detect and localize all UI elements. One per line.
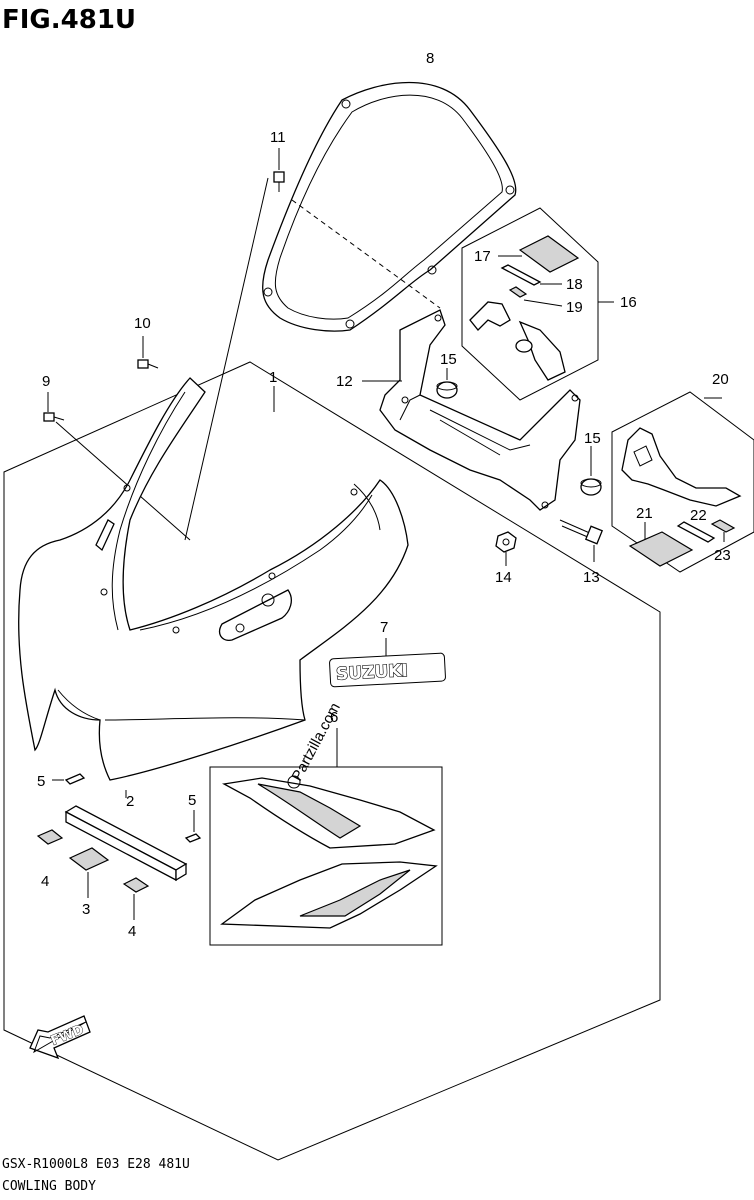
- kit-16-outline: [461, 207, 599, 401]
- tape-19: [508, 286, 528, 298]
- emblem-text: SUZUKI: [336, 661, 409, 685]
- callout-16: 16: [620, 294, 637, 311]
- callout-19: 19: [566, 299, 583, 316]
- figure-caption: COWLING BODY: [2, 1179, 96, 1194]
- bolt-13: [559, 519, 604, 545]
- mirror-cap-kit-16: [469, 301, 566, 381]
- callout-5-left: 5: [37, 773, 45, 790]
- callout-6: 6: [330, 709, 338, 726]
- tape-3: [68, 847, 110, 871]
- nut-14: [495, 531, 517, 553]
- callout-8: 8: [426, 50, 434, 67]
- mirror-cap-kit-20: [621, 427, 742, 507]
- leader-screw-9: [55, 421, 191, 541]
- tape-5-left: [64, 773, 86, 785]
- callout-13: 13: [583, 569, 600, 586]
- strip-22: [676, 521, 716, 543]
- tape-5-right: [184, 833, 202, 843]
- leader-windscreen-left: [184, 177, 269, 541]
- cowling-stay-bracket: [379, 309, 581, 511]
- callout-21: 21: [636, 505, 653, 522]
- screw-11: [273, 171, 285, 192]
- callout-23: 23: [714, 547, 731, 564]
- tape-23: [710, 519, 736, 533]
- figure-title: FIG.481U: [2, 5, 136, 35]
- callout-10: 10: [134, 315, 151, 332]
- callout-22: 22: [690, 507, 707, 524]
- callout-5-right: 5: [188, 792, 196, 809]
- callout-17: 17: [474, 248, 491, 265]
- grommet-15-upper: [436, 381, 458, 399]
- callout-7: 7: [380, 619, 388, 636]
- tape-4-left: [36, 829, 64, 845]
- callout-4-right: 4: [128, 923, 136, 940]
- callout-11: 11: [270, 129, 286, 146]
- screw-9: [43, 412, 65, 422]
- callout-2: 2: [126, 793, 134, 810]
- callout-12: 12: [336, 373, 353, 390]
- foam-strip-2: [64, 805, 188, 882]
- tape-4-right: [122, 877, 150, 893]
- cowling-group-outline: [3, 361, 661, 1161]
- callout-14: 14: [495, 569, 512, 586]
- screw-10: [137, 359, 159, 369]
- suzuki-emblem: SUZUKI: [329, 652, 446, 688]
- leader-19: [523, 299, 563, 307]
- callout-15-upper: 15: [440, 351, 457, 368]
- callout-1: 1: [269, 369, 277, 386]
- grommet-15-right: [580, 478, 602, 496]
- callout-20: 20: [712, 371, 729, 388]
- decal-set-box: [209, 766, 443, 946]
- kit-20-outline: [611, 391, 754, 573]
- callout-3: 3: [82, 901, 90, 918]
- side-decal-upper: [221, 775, 436, 849]
- callout-18: 18: [566, 276, 583, 293]
- callout-15-right: 15: [584, 430, 601, 447]
- callout-4-left: 4: [41, 873, 49, 890]
- side-decal-lower: [220, 861, 438, 929]
- fwd-arrow: FWD: [29, 1015, 91, 1060]
- callout-9: 9: [42, 373, 50, 390]
- strip-18: [500, 264, 542, 286]
- tape-21: [628, 531, 694, 567]
- windscreen: [262, 81, 517, 332]
- model-code: GSX-R1000L8 E03 E28 481U: [2, 1157, 190, 1172]
- upper-cowl: [18, 377, 409, 781]
- tape-17: [518, 235, 580, 273]
